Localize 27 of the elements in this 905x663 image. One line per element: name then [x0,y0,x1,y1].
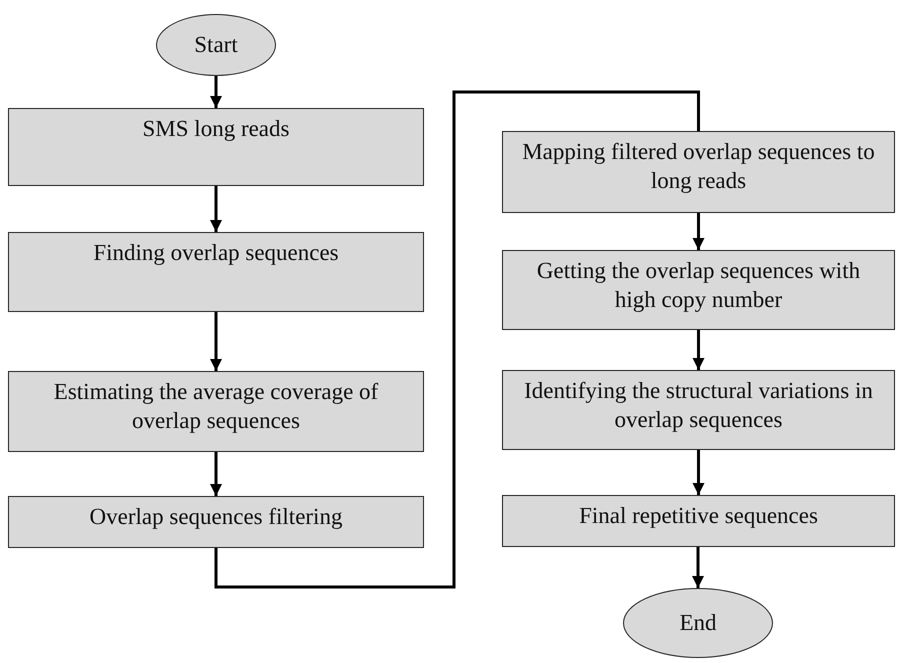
arrow [692,546,704,588]
process-box [502,370,895,450]
process-box [8,232,424,312]
node-text: Identifying the structural variations in overlap sequences [523,377,874,434]
arrow [210,312,222,371]
process-box [502,250,895,330]
node-text: Estimating the average coverage of overlap sequences [52,378,380,435]
node-text: Overlap sequences filtering [90,503,342,531]
process-box [8,108,424,186]
process-box [502,131,895,213]
node-text: End [679,608,717,637]
arrow [210,452,222,496]
node-text: Final repetitive sequences [579,502,818,530]
process-box [502,495,895,547]
node-text: Finding overlap sequences [93,239,339,267]
arrow [210,76,222,108]
arrow [692,330,704,370]
node-text: SMS long reads [142,115,290,143]
node-text: Start [194,30,238,59]
node-text: Mapping filtered overlap sequences to long reads [521,138,876,195]
process-box [8,371,424,452]
arrow [692,213,704,250]
connector-line [214,90,700,588]
process-box [8,496,424,548]
arrow [692,450,704,495]
arrow [210,186,222,232]
node-text: Getting the overlap sequences with high copy number [536,257,862,314]
